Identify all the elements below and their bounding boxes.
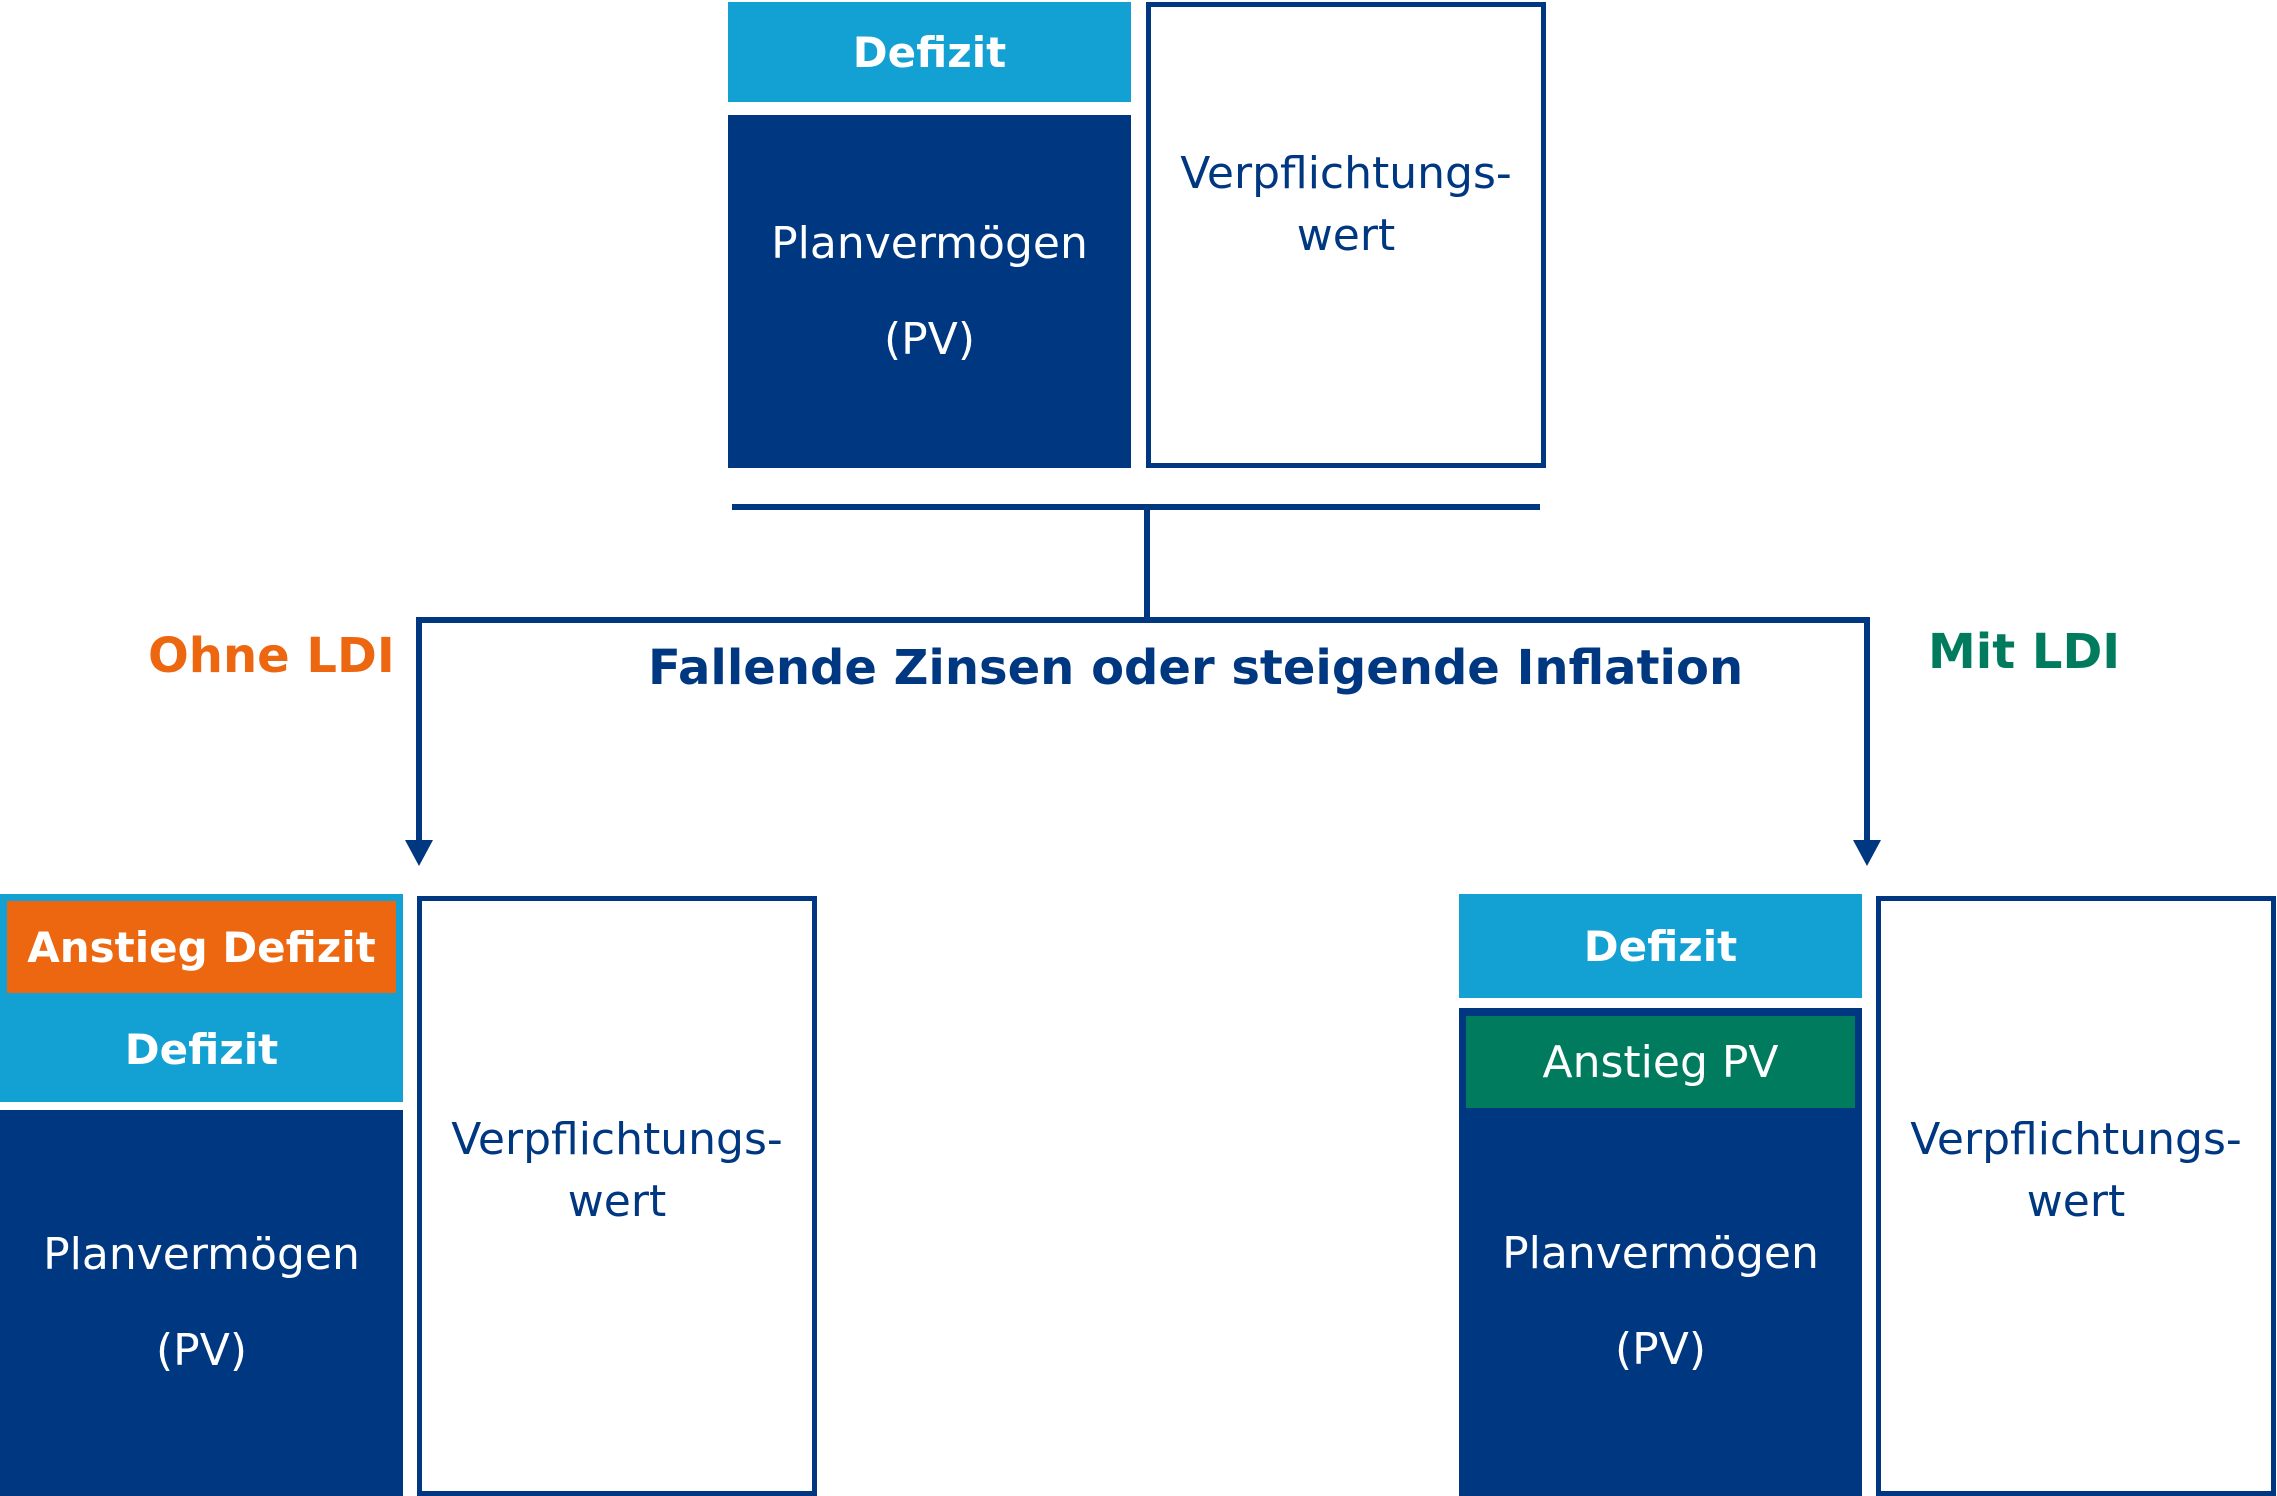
right-increase-pv-label: Anstieg PV (1542, 1036, 1779, 1088)
top-deficit-box: Defizit (728, 2, 1131, 102)
right-deficit-label: Defizit (1583, 921, 1738, 971)
right-obligation-label-2: wert (2026, 1176, 2126, 1227)
right-deficit-box: Defizit (1459, 894, 1862, 998)
right-arrow-head (1853, 840, 1881, 866)
branch-line (416, 617, 1870, 845)
top-assets-box: Planvermögen (PV) (728, 115, 1131, 468)
left-assets-abbr: (PV) (156, 1325, 247, 1376)
right-assets-label: Planvermögen (1502, 1228, 1819, 1279)
right-obligation-label-1: Verpflichtungs- (1910, 1114, 2242, 1165)
right-obligation-box: Verpflichtungs- wert (1876, 896, 2276, 1496)
top-assets-label: Planvermögen (771, 217, 1088, 269)
left-assets-label: Planvermögen (43, 1229, 360, 1280)
top-obligation-label-1: Verpflichtungs- (1180, 148, 1512, 199)
left-obligation-label-1: Verpflichtungs- (451, 1114, 783, 1165)
top-obligation-box: Verpflichtungs- wert (1146, 2, 1546, 468)
left-assets-box: Planvermögen (PV) (0, 1110, 403, 1496)
right-title: Mit LDI (1928, 624, 2121, 680)
left-arrow-head (405, 840, 433, 866)
top-deficit-label: Defizit (852, 27, 1007, 77)
left-deficit-label: Defizit (124, 1025, 279, 1074)
left-increase-deficit-box: Anstieg Defizit (7, 901, 396, 993)
right-assets-abbr: (PV) (1615, 1324, 1706, 1375)
left-title: Ohne LDI (148, 628, 395, 684)
scenario-label: Fallende Zinsen oder steigende Inflation (648, 640, 1744, 696)
top-obligation-label-2: wert (1296, 210, 1396, 261)
left-increase-deficit-label: Anstieg Defizit (27, 922, 376, 972)
left-obligation-box: Verpflichtungs- wert (417, 896, 817, 1496)
left-obligation-label-2: wert (567, 1176, 667, 1227)
top-assets-abbr: (PV) (884, 313, 975, 365)
right-increase-pv-box: Anstieg PV (1466, 1016, 1855, 1108)
